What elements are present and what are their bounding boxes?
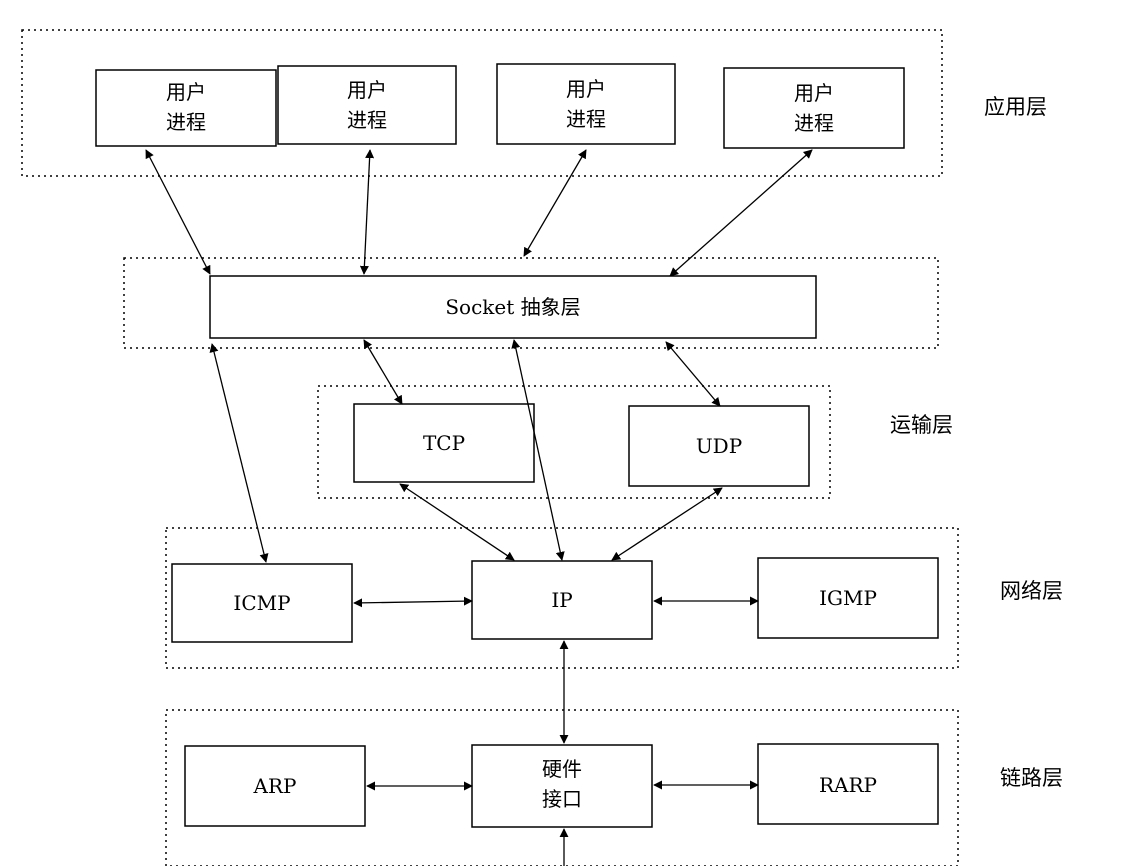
application-layer-group bbox=[21, 29, 943, 177]
user-process-3-label-line2: 进程 bbox=[566, 107, 606, 131]
ip-box bbox=[471, 560, 653, 640]
icmp-label: ICMP bbox=[233, 591, 290, 615]
arrow-udp-ip bbox=[611, 487, 723, 561]
user-process-2-label-line1: 用户 bbox=[347, 78, 387, 102]
transport-layer-label: 运输层 bbox=[890, 413, 953, 437]
udp-label: UDP bbox=[696, 434, 742, 458]
hardware-interface-label-line1: 硬件 bbox=[542, 757, 582, 781]
arp-label: ARP bbox=[253, 774, 297, 798]
link-layer-label: 链路层 bbox=[1000, 766, 1063, 790]
igmp-label: IGMP bbox=[819, 586, 877, 610]
arrow-socket-icmp bbox=[209, 343, 269, 563]
socket-layer-group bbox=[123, 257, 939, 349]
rarp-label: RARP bbox=[819, 773, 877, 797]
icmp-box bbox=[171, 563, 353, 643]
network-layer-label: 网络层 bbox=[1000, 579, 1063, 603]
arp-box bbox=[184, 745, 366, 827]
user-process-2-label-line2: 进程 bbox=[347, 108, 387, 132]
application-layer-label: 应用层 bbox=[984, 95, 1047, 119]
udp-box bbox=[628, 405, 810, 487]
arrow-process2-socket bbox=[359, 149, 375, 275]
arrow-process1-socket bbox=[145, 149, 211, 275]
user-process-1-label-line1: 用户 bbox=[166, 80, 206, 104]
user-process-box-1 bbox=[95, 69, 277, 147]
socket-layer-label: Socket 抽象层 bbox=[445, 295, 580, 319]
user-process-3-label-line1: 用户 bbox=[566, 77, 606, 101]
arrow-socket-udp bbox=[665, 341, 721, 407]
user-process-box-2 bbox=[277, 65, 457, 145]
user-process-1-label-line2: 进程 bbox=[166, 110, 206, 134]
hardware-interface-label-line2: 接口 bbox=[542, 787, 582, 811]
user-process-box-4 bbox=[723, 67, 905, 149]
arrow-socket-tcp bbox=[363, 339, 403, 405]
hardware-interface-box bbox=[471, 744, 653, 828]
tcp-label: TCP bbox=[423, 431, 465, 455]
user-process-box-3 bbox=[496, 63, 676, 145]
arrow-process4-socket bbox=[669, 149, 813, 277]
user-process-4-label-line2: 进程 bbox=[794, 111, 834, 135]
arrow-socket-ip bbox=[511, 339, 565, 561]
arrow-icmp-ip bbox=[353, 596, 473, 608]
arrow-tcp-ip bbox=[399, 483, 515, 561]
rarp-box bbox=[757, 743, 939, 825]
arrow-process3-socket bbox=[523, 149, 587, 257]
ip-label: IP bbox=[551, 588, 572, 612]
user-process-4-label-line1: 用户 bbox=[794, 81, 834, 105]
socket-layer-box bbox=[209, 275, 817, 339]
tcp-box bbox=[353, 403, 535, 483]
